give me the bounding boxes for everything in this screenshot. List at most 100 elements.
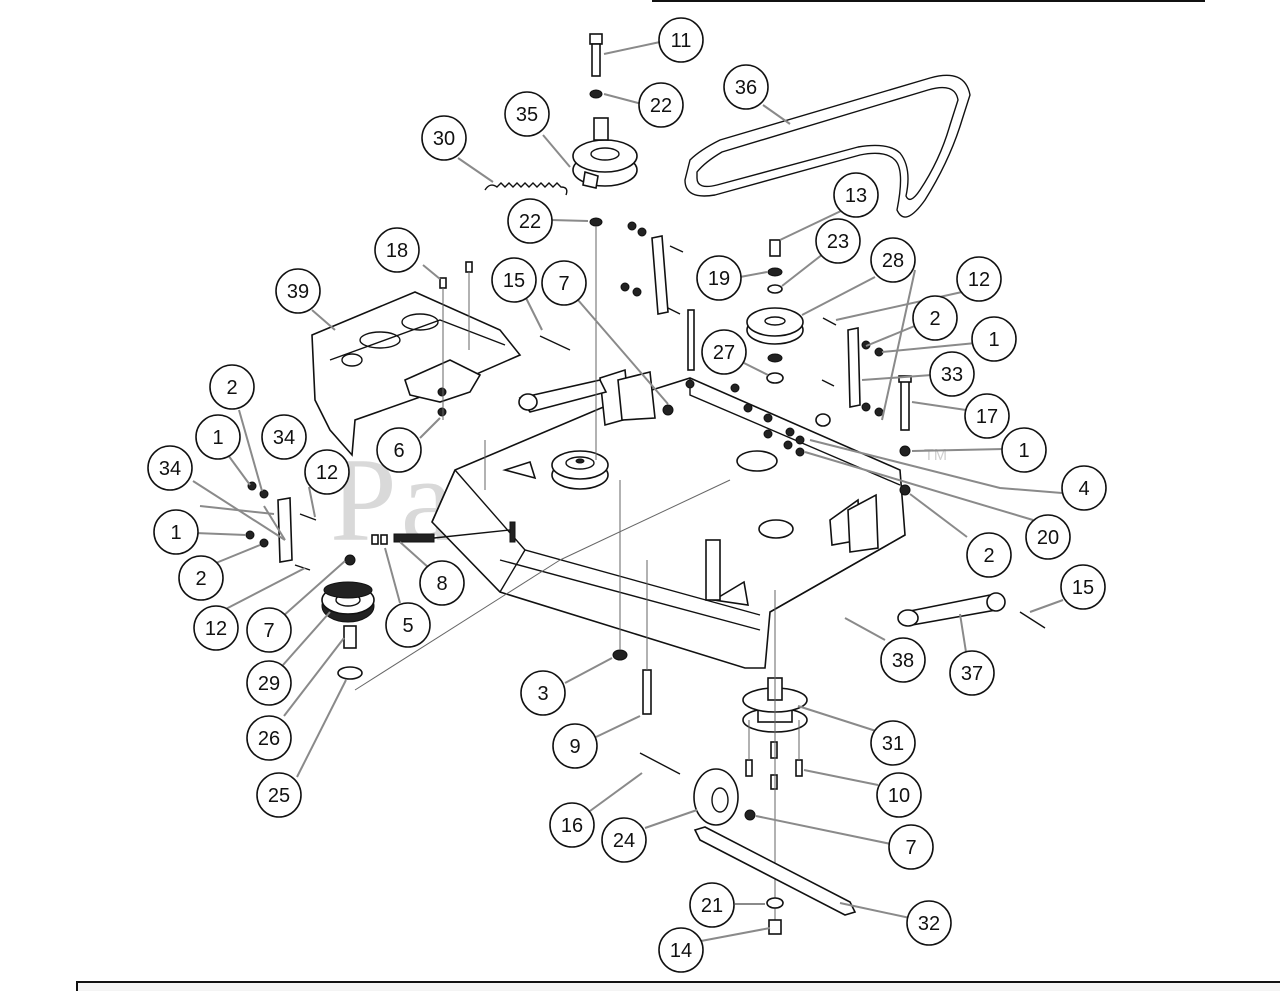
washer-22-bottom[interactable] (589, 217, 603, 227)
header-rule (652, 0, 1205, 2)
callout-4[interactable]: 4 (1061, 465, 1107, 511)
adjust-rod[interactable] (371, 529, 511, 545)
nut-1-right[interactable] (899, 445, 911, 457)
callout-39[interactable]: 39 (275, 268, 321, 314)
callout-15-right[interactable]: 15 (1060, 564, 1106, 610)
gauge-arm-right[interactable] (897, 592, 1046, 629)
callout-12-lower[interactable]: 12 (193, 605, 239, 651)
bolt-18b[interactable] (465, 261, 473, 273)
idler-arm-bracket-center[interactable] (620, 221, 684, 315)
bolt-18[interactable] (439, 277, 447, 289)
spacer-26[interactable] (343, 625, 357, 649)
callout-29[interactable]: 29 (246, 660, 292, 706)
callout-38[interactable]: 38 (880, 637, 926, 683)
callout-25[interactable]: 25 (256, 772, 302, 818)
gauge-wheel[interactable] (693, 768, 739, 826)
callout-36[interactable]: 36 (723, 64, 769, 110)
callout-12-left[interactable]: 12 (304, 449, 350, 495)
bolt-16[interactable] (639, 752, 681, 775)
bolt-17[interactable] (898, 375, 912, 431)
washer-21[interactable] (766, 897, 784, 909)
callout-17[interactable]: 17 (964, 393, 1010, 439)
svg-text:15: 15 (1072, 577, 1094, 599)
callout-5[interactable]: 5 (385, 602, 431, 648)
callout-1-lower[interactable]: 1 (153, 509, 199, 555)
callout-34-left[interactable]: 34 (147, 445, 193, 491)
callout-20[interactable]: 20 (1025, 514, 1071, 560)
svg-text:6: 6 (393, 440, 404, 462)
callout-34-top[interactable]: 34 (261, 414, 307, 460)
callout-19[interactable]: 19 (696, 255, 742, 301)
idler-pulley-top[interactable] (572, 117, 638, 189)
callout-7-top[interactable]: 7 (541, 260, 587, 306)
callout-35[interactable]: 35 (504, 91, 550, 137)
callout-labels: 11 22 36 35 30 22 13 23 28 19 12 18 15 7… (147, 17, 1107, 973)
callout-27[interactable]: 27 (701, 329, 747, 375)
idler-pulley-left[interactable] (321, 581, 375, 623)
callout-11[interactable]: 11 (658, 17, 704, 63)
callout-7-bottom[interactable]: 7 (888, 824, 934, 870)
washer-25[interactable] (337, 666, 363, 680)
callout-8[interactable]: 8 (419, 560, 465, 606)
footer-frame (76, 981, 1280, 991)
washer-19[interactable] (767, 267, 783, 277)
callout-9[interactable]: 9 (552, 723, 598, 769)
callout-16[interactable]: 16 (549, 802, 595, 848)
callout-32[interactable]: 32 (906, 900, 952, 946)
callout-33[interactable]: 33 (929, 351, 975, 397)
callout-13[interactable]: 13 (833, 172, 879, 218)
callout-24[interactable]: 24 (601, 817, 647, 863)
svg-text:29: 29 (258, 673, 280, 695)
callout-1-top[interactable]: 1 (971, 316, 1017, 362)
nut-2-right[interactable] (899, 484, 911, 496)
callout-6[interactable]: 6 (376, 427, 422, 473)
deck-belt-shield[interactable] (311, 291, 522, 457)
callout-15-left[interactable]: 15 (491, 257, 537, 303)
mower-deck[interactable] (431, 368, 906, 669)
drive-belt[interactable] (684, 74, 971, 218)
callout-26[interactable]: 26 (246, 715, 292, 761)
svg-text:32: 32 (918, 913, 940, 935)
callout-21[interactable]: 21 (689, 882, 735, 928)
callout-22b[interactable]: 22 (507, 198, 553, 244)
callout-23[interactable]: 23 (815, 218, 861, 264)
gauge-arm-left[interactable] (518, 335, 608, 413)
callout-3[interactable]: 3 (520, 670, 566, 716)
callout-2-top[interactable]: 2 (912, 295, 958, 341)
callout-1-right[interactable]: 1 (1001, 427, 1047, 473)
nut-3[interactable] (612, 649, 628, 661)
callout-2-left[interactable]: 2 (209, 364, 255, 410)
washer-22-top[interactable] (589, 89, 603, 99)
idler-arm-bracket-right[interactable] (821, 317, 884, 417)
callout-28[interactable]: 28 (870, 237, 916, 283)
idler-pulley-right[interactable] (746, 307, 804, 345)
mower-blade[interactable] (693, 826, 857, 916)
bolt-14[interactable] (768, 919, 782, 935)
svg-text:30: 30 (433, 128, 455, 150)
washer-23[interactable] (767, 284, 783, 294)
bearing-27[interactable] (766, 372, 784, 384)
callout-14[interactable]: 14 (658, 927, 704, 973)
svg-text:7: 7 (558, 273, 569, 295)
bolt-13[interactable] (769, 239, 781, 257)
svg-text:1: 1 (1018, 440, 1029, 462)
callout-12-right[interactable]: 12 (956, 256, 1002, 302)
center-spindle-pulley[interactable] (551, 450, 609, 490)
callout-7-left[interactable]: 7 (246, 607, 292, 653)
callout-18[interactable]: 18 (374, 227, 420, 273)
callout-2-lower[interactable]: 2 (178, 555, 224, 601)
nut-7-bottom[interactable] (744, 809, 756, 821)
bolt-11[interactable] (589, 33, 603, 77)
bolt-9[interactable] (642, 669, 652, 715)
callout-31[interactable]: 31 (870, 720, 916, 766)
callout-22[interactable]: 22 (638, 82, 684, 128)
nut-7-left[interactable] (344, 554, 356, 566)
spring[interactable] (484, 182, 568, 196)
callout-10[interactable]: 10 (876, 772, 922, 818)
spindle-bolts-10[interactable] (745, 741, 803, 790)
callout-37[interactable]: 37 (949, 650, 995, 696)
callout-2-right[interactable]: 2 (966, 532, 1012, 578)
idler-arm-bracket-left[interactable] (245, 481, 317, 571)
callout-30[interactable]: 30 (421, 115, 467, 161)
callout-1-left[interactable]: 1 (195, 414, 241, 460)
